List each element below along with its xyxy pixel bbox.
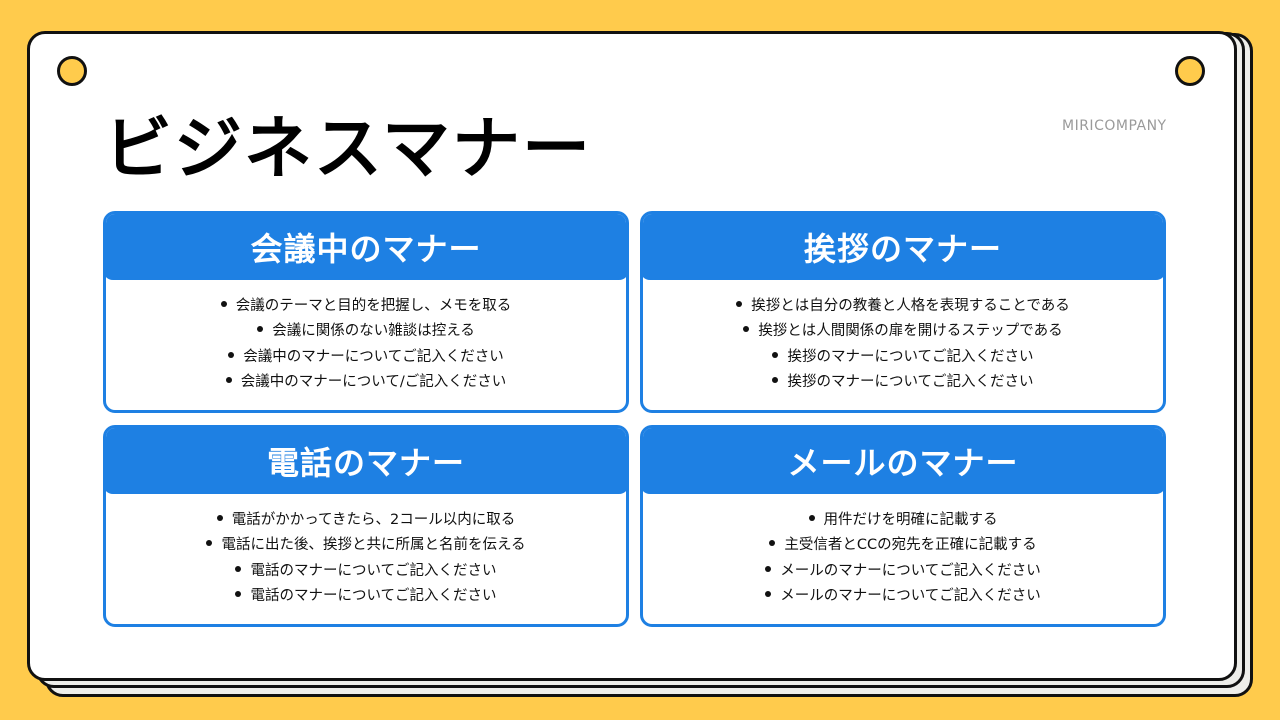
slide-title: ビジネスマナー xyxy=(104,110,592,189)
bullet-icon xyxy=(228,351,235,358)
pin-circle-icon xyxy=(1175,56,1205,86)
panel-title: 会議中のマナー xyxy=(106,214,626,280)
list-item: 電話がかかってきたら、2コール以内に取る xyxy=(106,508,626,533)
panel-greeting-manners: 挨拶のマナー 挨拶とは自分の教養と人格を表現することである 挨拶とは人間関係の扉… xyxy=(640,211,1166,413)
list-item: 用件だけを明確に記載する xyxy=(643,508,1163,533)
panel-email-manners: メールのマナー 用件だけを明確に記載する 主受信者とCCの宛先を正確に記載する … xyxy=(640,425,1166,627)
bullet-icon xyxy=(808,515,815,521)
pin-circle-icon xyxy=(57,56,87,86)
bullet-icon xyxy=(235,565,242,572)
list-item: 挨拶とは自分の教養と人格を表現することである xyxy=(643,294,1163,319)
list-item: 電話のマナーについてご記入ください xyxy=(106,559,626,584)
bullet-icon xyxy=(743,326,750,333)
list-item: 電話のマナーについてご記入ください xyxy=(106,584,626,609)
bullet-icon xyxy=(769,540,776,547)
panel-title: 挨拶のマナー xyxy=(643,214,1163,280)
list-item: 挨拶とは人間関係の扉を開けるステップである xyxy=(643,319,1163,344)
bullet-icon xyxy=(765,590,772,597)
bullet-list: 電話がかかってきたら、2コール以内に取る 電話に出た後、挨拶と共に所属と名前を伝… xyxy=(106,494,626,609)
list-item: メールのマナーについてご記入ください xyxy=(643,584,1163,609)
list-item: 会議中のマナーについて/ご記入ください xyxy=(106,370,626,395)
panel-title: メールのマナー xyxy=(643,428,1163,494)
bullet-icon xyxy=(772,376,779,383)
panel-phone-manners: 電話のマナー 電話がかかってきたら、2コール以内に取る 電話に出た後、挨拶と共に… xyxy=(103,425,629,627)
panel-title: 電話のマナー xyxy=(106,428,626,494)
bullet-icon xyxy=(257,326,264,333)
bullet-icon xyxy=(765,565,772,572)
bullet-list: 会議のテーマと目的を把握し、メモを取る 会議に関係のない雑談は控える 会議中のマ… xyxy=(106,280,626,395)
list-item: 挨拶のマナーについてご記入ください xyxy=(643,370,1163,395)
list-item: 挨拶のマナーについてご記入ください xyxy=(643,345,1163,370)
bullet-list: 用件だけを明確に記載する 主受信者とCCの宛先を正確に記載する メールのマナーに… xyxy=(643,494,1163,609)
list-item: メールのマナーについてご記入ください xyxy=(643,559,1163,584)
list-item: 会議中のマナーについてご記入ください xyxy=(106,345,626,370)
bullet-icon xyxy=(206,540,213,547)
bullet-icon xyxy=(235,590,242,597)
bullet-icon xyxy=(220,301,227,307)
brand-name: MIRICOMPANY xyxy=(1062,118,1167,134)
list-item: 電話に出た後、挨拶と共に所属と名前を伝える xyxy=(106,533,626,558)
list-item: 主受信者とCCの宛先を正確に記載する xyxy=(643,533,1163,558)
list-item: 会議に関係のない雑談は控える xyxy=(106,319,626,344)
bullet-list: 挨拶とは自分の教養と人格を表現することである 挨拶とは人間関係の扉を開けるステッ… xyxy=(643,280,1163,395)
bullet-icon xyxy=(225,376,232,383)
bullet-icon xyxy=(736,301,743,307)
panel-meeting-manners: 会議中のマナー 会議のテーマと目的を把握し、メモを取る 会議に関係のない雑談は控… xyxy=(103,211,629,413)
bullet-icon xyxy=(772,351,779,358)
list-item: 会議のテーマと目的を把握し、メモを取る xyxy=(106,294,626,319)
bullet-icon xyxy=(216,515,223,521)
